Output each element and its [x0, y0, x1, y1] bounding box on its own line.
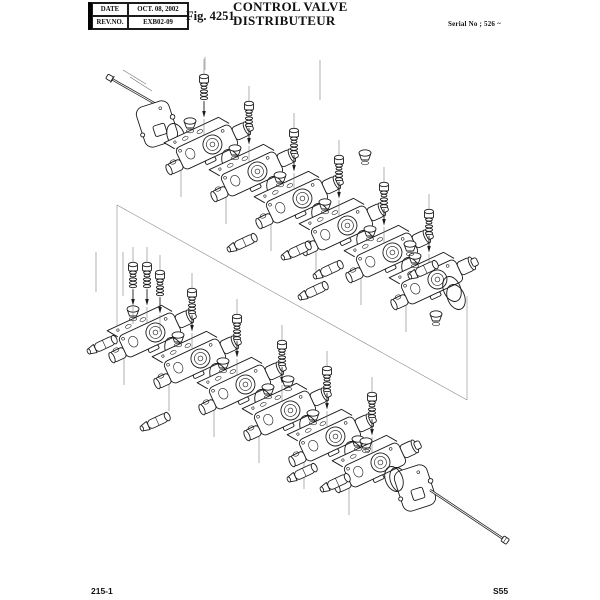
plug-cap	[306, 409, 320, 426]
o-ring-small	[247, 425, 255, 431]
relief-valve-assembly	[199, 59, 209, 136]
revision-table: DATE OCT. 08, 2002 REV.NO. EXB02-09	[88, 2, 189, 30]
o-ring-small	[169, 159, 177, 165]
o-ring-small	[202, 399, 210, 405]
valve-section	[151, 273, 242, 390]
date-label: DATE	[92, 3, 128, 16]
o-ring-large	[384, 466, 404, 492]
valve-section	[196, 299, 287, 416]
plug-cap	[358, 149, 372, 166]
spool-piece	[312, 259, 344, 280]
o-ring-small	[112, 347, 120, 353]
relief-valve-assembly	[334, 140, 344, 217]
relief-valve-assembly	[142, 247, 152, 324]
plug-cap	[429, 310, 443, 327]
spool-piece	[139, 411, 171, 432]
valve-section-body	[331, 434, 422, 494]
relief-valve-assembly	[289, 113, 299, 190]
o-ring-small	[349, 267, 357, 273]
relief-valve-assembly	[187, 273, 197, 350]
tie-rod	[429, 489, 510, 545]
o-ring-small	[214, 186, 222, 192]
spool-piece	[286, 462, 318, 483]
plug-cap	[318, 198, 332, 215]
valve-section-body	[388, 251, 479, 311]
plug-cap	[281, 375, 295, 392]
o-ring-small	[394, 294, 402, 300]
valve-section-body	[208, 143, 299, 203]
relief-valve-assembly	[232, 299, 242, 376]
o-ring-small	[259, 213, 267, 219]
footer-sheet-code: S55	[493, 586, 509, 596]
spool-piece	[319, 472, 351, 493]
end-cover-plate	[393, 464, 437, 512]
title-french: DISTRIBUTEUR	[233, 12, 336, 28]
plug-cap	[273, 171, 287, 188]
valve-section-body	[343, 224, 434, 284]
o-ring-small	[292, 451, 300, 457]
leader-line	[122, 69, 147, 85]
date-value: OCT. 08, 2002	[128, 3, 188, 16]
valve-section	[208, 86, 299, 203]
spool-piece	[297, 280, 329, 301]
spool-piece	[280, 240, 312, 261]
valve-section	[343, 167, 434, 284]
valve-section	[241, 325, 332, 442]
relief-valve-assembly	[367, 377, 377, 454]
revno-value: EXB02-09	[128, 16, 188, 29]
plug-cap	[403, 240, 417, 257]
footer-page-number: 215-1	[91, 586, 113, 596]
relief-valve-assembly	[322, 351, 332, 428]
plug-cap	[183, 117, 197, 134]
plug-cap	[228, 144, 242, 161]
bolt-head	[105, 73, 115, 83]
reference-line	[116, 204, 468, 401]
relief-valve-assembly	[244, 86, 254, 163]
valve-section	[298, 140, 389, 257]
plug-cap	[363, 225, 377, 242]
plug-cap	[261, 383, 275, 400]
valve-section-body	[298, 197, 389, 257]
title-english: CONTROL VALVE	[233, 0, 348, 14]
plug-cap	[171, 331, 185, 348]
valve-section	[331, 377, 422, 494]
plug-cap	[216, 357, 230, 374]
relief-valve-assembly	[128, 247, 138, 324]
page-title: CONTROL VALVE DISTRIBUTEUR	[233, 0, 348, 27]
valve-section-body	[106, 304, 197, 364]
valve-section-body	[151, 330, 242, 390]
plug-cap	[359, 437, 373, 454]
revno-label: REV.NO.	[92, 16, 128, 29]
o-ring-large	[442, 276, 462, 302]
valve-section-body	[241, 382, 332, 442]
figure-number: Fig. 4251	[186, 9, 235, 23]
valve-section-body	[286, 408, 377, 468]
leader-line	[129, 76, 153, 92]
o-ring-large	[446, 284, 466, 310]
relief-valve-assembly	[277, 325, 287, 402]
o-ring-small	[157, 373, 165, 379]
valve-section	[106, 247, 197, 364]
nut	[500, 535, 510, 545]
spool-piece	[226, 232, 258, 253]
relief-valve-assembly	[155, 255, 165, 332]
valve-section	[286, 351, 377, 468]
spool-piece	[86, 334, 118, 355]
spool-piece	[407, 259, 439, 280]
serial-number: Serial No ; 526 ~	[448, 20, 501, 28]
relief-valve-assembly	[379, 167, 389, 244]
